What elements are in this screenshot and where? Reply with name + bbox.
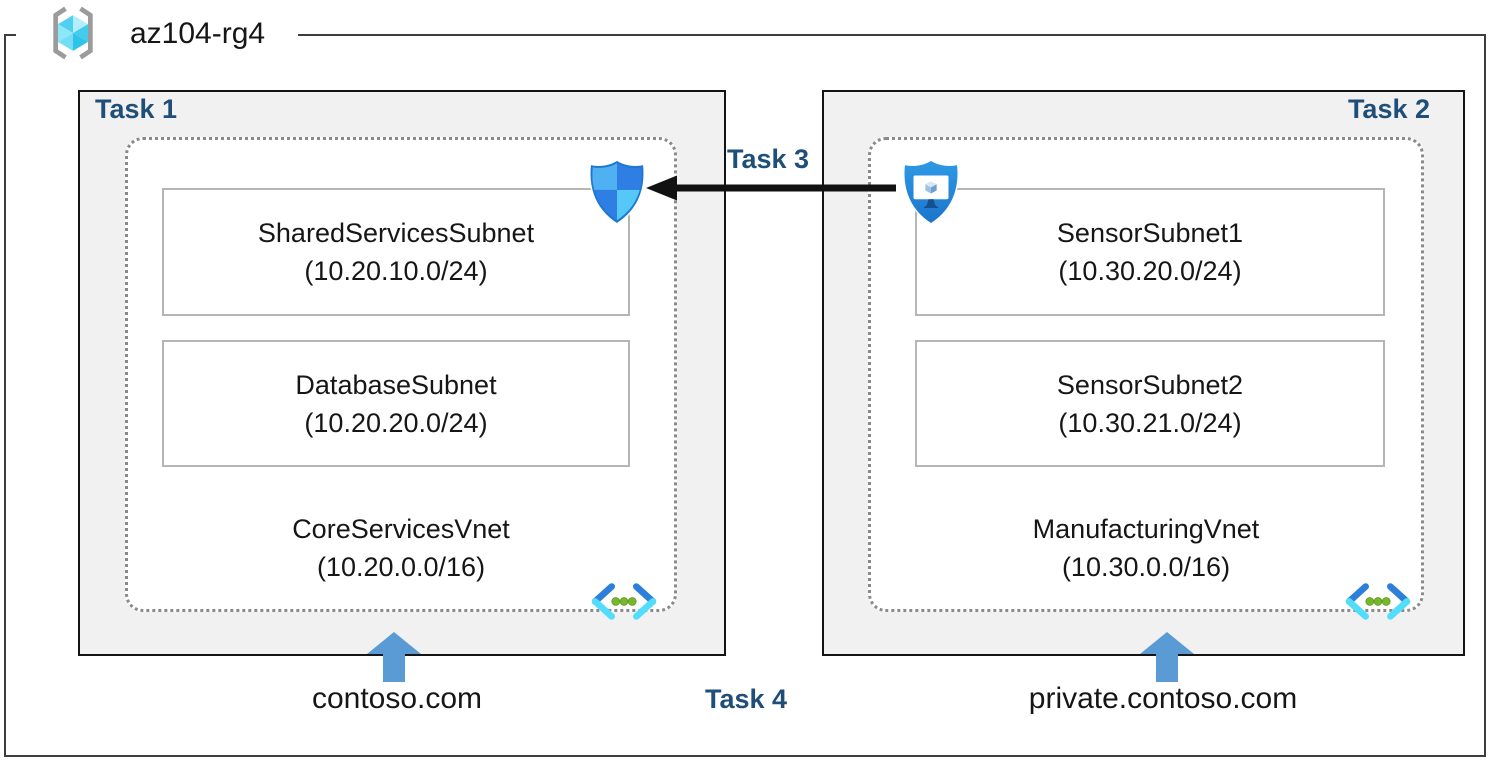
subnet-name: SensorSubnet2 <box>1056 369 1244 400</box>
resource-group-name: az104-rg4 <box>130 17 266 50</box>
rg-frame-top-segment <box>298 34 1486 36</box>
subnet-cidr: (10.20.20.0/24) <box>304 407 488 438</box>
subnet-cidr: (10.20.10.0/24) <box>304 256 488 286</box>
virtual-network-icon <box>591 583 657 620</box>
task1-label: Task 1 <box>95 94 178 124</box>
task2-label: Task 2 <box>1347 94 1430 124</box>
network-security-group-shield-icon <box>589 159 645 225</box>
rg-frame-top-left-segment <box>4 34 16 36</box>
contoso-domain-label: contoso.com <box>311 682 483 715</box>
virtual-network-icon <box>1345 583 1411 620</box>
dns-up-arrow <box>367 632 421 682</box>
core-services-vnet-label: CoreServicesVnet (10.20.0.0/16) <box>292 514 510 582</box>
task4-label: Task 4 <box>704 684 788 714</box>
private-contoso-domain-label: private.contoso.com <box>1028 682 1298 715</box>
peering-left-arrow <box>646 175 896 201</box>
subnet-name: SharedServicesSubnet <box>257 218 535 248</box>
manufacturing-vnet-label: ManufacturingVnet (10.30.0.0/16) <box>1032 514 1260 582</box>
rg-frame-bottom-segment <box>4 755 1486 757</box>
subnet-cidr: (10.30.21.0/24) <box>1058 407 1242 438</box>
subnet-cidr: (10.30.20.0/24) <box>1058 256 1242 286</box>
task3-label: Task 3 <box>726 144 810 174</box>
rg-frame-left-segment <box>4 34 6 757</box>
subnet-name: DatabaseSubnet <box>295 369 497 400</box>
rg-frame-right-segment <box>1484 34 1486 757</box>
resource-group-icon <box>53 6 93 60</box>
database-subnet-box: DatabaseSubnet (10.20.20.0/24) <box>162 340 630 467</box>
shared-services-subnet-box: SharedServicesSubnet (10.20.10.0/24) <box>162 188 630 316</box>
sensor-subnet2-box: SensorSubnet2 (10.30.21.0/24) <box>915 340 1385 467</box>
subnet-name: SensorSubnet1 <box>1056 218 1244 248</box>
dns-up-arrow <box>1140 632 1194 682</box>
sensor-subnet1-box: SensorSubnet1 (10.30.20.0/24) <box>915 188 1385 316</box>
bastion-shield-monitor-icon <box>903 159 959 225</box>
